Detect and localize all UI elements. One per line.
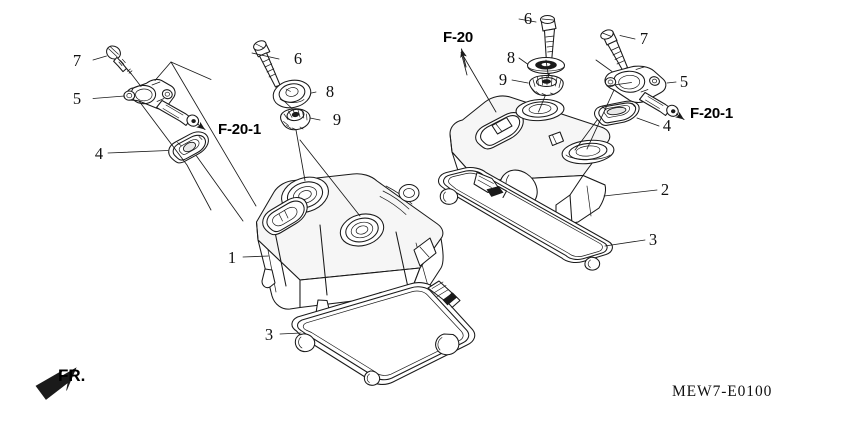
oblong-seal-4-right (594, 100, 640, 126)
callout-9-left: 9 (333, 110, 341, 129)
left-leader-lines (92, 52, 361, 335)
bolt-7-left (106, 45, 133, 75)
head-cover-gasket-3-left (291, 280, 476, 386)
callout-3-left: 3 (265, 325, 273, 344)
callout-4-right: 4 (663, 116, 671, 135)
callout-5-left: 5 (73, 89, 81, 108)
right-leader-lines (460, 18, 677, 247)
part-number: MEW7-E0100 (672, 383, 772, 400)
oblong-seal-4-left (168, 131, 209, 164)
callout-1-left: 1 (228, 248, 236, 267)
cable-stay-5-left (123, 78, 206, 131)
cylinder-head-cover-1 (255, 173, 444, 320)
gasket-clip-right (473, 171, 508, 199)
gasket-clip-left (427, 280, 461, 309)
grommet-9-right (528, 74, 564, 97)
callout-3-right: 3 (649, 230, 657, 249)
callout-9-right: 9 (499, 70, 507, 89)
sealing-washer-8-left (272, 79, 312, 109)
left-assembly: 7 5 4 6 8 9 1 3 F-20-1 (73, 40, 476, 386)
callout-6-right: 6 (524, 9, 532, 28)
grommet-9-left (280, 108, 311, 131)
callout-5-right: 5 (680, 72, 688, 91)
cross-ref-f20-1-right: F-20-1 (690, 105, 733, 122)
bolt-6-right (539, 14, 557, 78)
cross-ref-f20-top: F-20 (443, 29, 473, 46)
callout-7-right: 7 (640, 29, 648, 48)
head-cover-gasket-3-right (438, 166, 613, 271)
callout-6-left: 6 (294, 49, 302, 68)
right-assembly: 6 8 9 7 5 4 2 3 F-20 F-20-1 (438, 9, 733, 271)
callout-7-left: 7 (73, 51, 81, 70)
fr-label: FR. (58, 366, 85, 385)
callout-8-right: 8 (507, 48, 515, 67)
cross-ref-f20-1-left: F-20-1 (218, 121, 261, 138)
callout-4-left: 4 (95, 144, 103, 163)
callout-2-right: 2 (661, 180, 669, 199)
orientation-marker: FR. (35, 366, 85, 400)
callout-8-left: 8 (326, 82, 334, 101)
